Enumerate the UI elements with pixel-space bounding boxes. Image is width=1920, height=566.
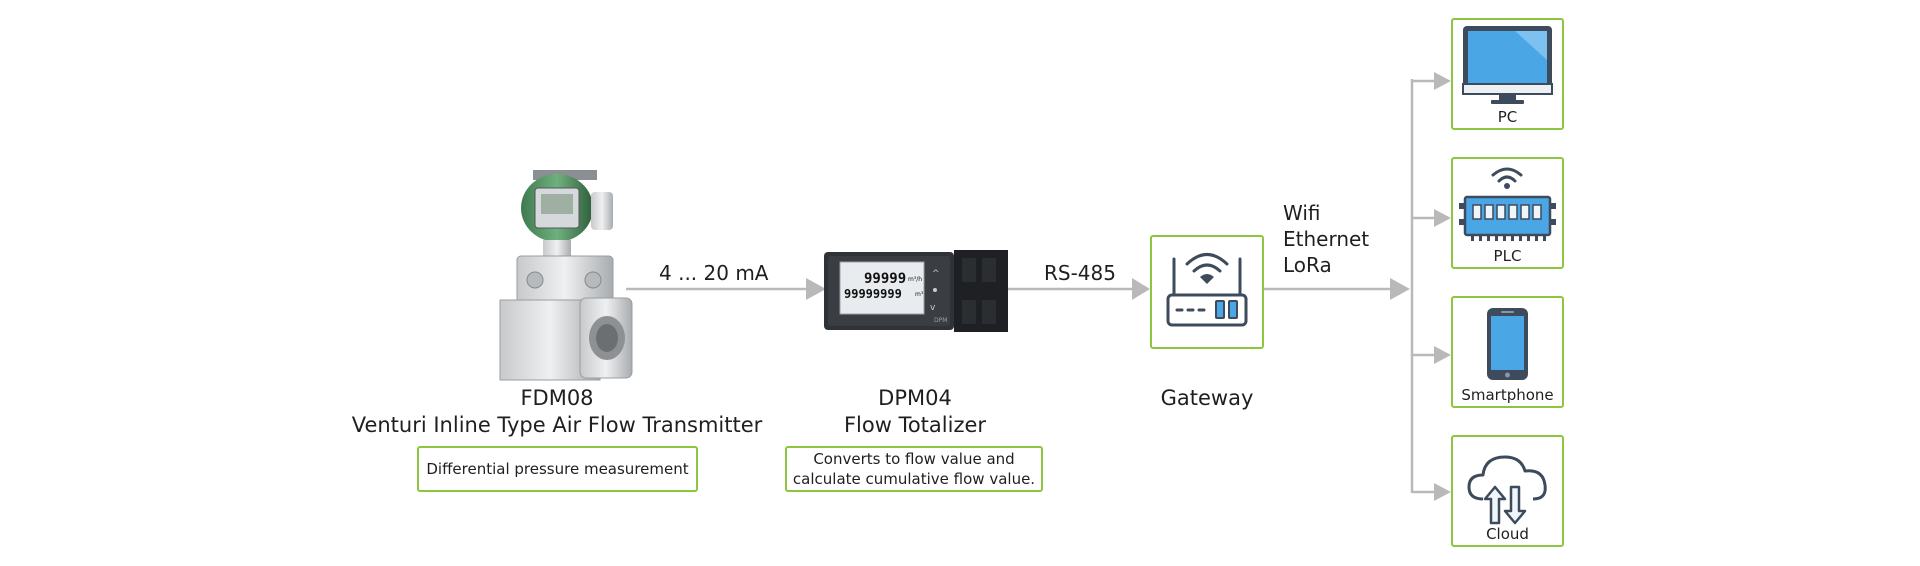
transmitter-note-text: Differential pressure measurement [426,460,689,478]
serial-label: RS-485 [1044,261,1116,285]
totalizer-model: DPM04 [878,386,952,410]
gateway-label: Gateway [1160,386,1254,410]
svg-text:v: v [930,303,936,313]
flow-transmitter-image [499,170,633,381]
device-smartphone: Smartphone [1451,296,1564,408]
totalizer-note: Converts to flow value and calculate cum… [785,446,1043,492]
device-plc-label: PLC [1493,247,1522,265]
display-bottom-unit: m³ [915,291,924,298]
transmitter-model: FDM08 [520,386,594,410]
router-icon [1166,253,1248,327]
device-plc: PLC [1451,157,1564,269]
signal-label: 4 ... 20 mA [659,261,769,285]
device-smartphone-label: Smartphone [1461,386,1554,404]
device-cloud-label: Cloud [1486,525,1529,543]
plc-icon [1459,167,1556,241]
transmitter-name: Venturi Inline Type Air Flow Transmitter [351,413,763,437]
smartphone-icon [1487,308,1528,380]
display-top-value: 99999 [864,271,907,287]
cloud-icon [1467,455,1547,525]
display-top-unit: m³/h [908,276,923,283]
totalizer-note-line1: Converts to flow value and [813,450,1015,468]
wireless-label-lora: LoRa [1283,253,1332,277]
transmitter-note: Differential pressure measurement [417,446,698,492]
monitor-icon [1462,26,1553,104]
wireless-label-wifi: Wifi [1283,201,1321,225]
gateway-box [1150,235,1264,349]
flow-totalizer-image: ^ v DPM 99999 m³/h 99999999 m³ [824,250,1008,332]
totalizer-note-line2: calculate cumulative flow value. [792,470,1036,488]
display-bottom-value: 99999999 [844,287,902,301]
device-pc-label: PC [1497,108,1518,126]
svg-text:^: ^ [932,269,940,279]
totalizer-name: Flow Totalizer [843,413,987,437]
wireless-label-ethernet: Ethernet [1283,227,1370,251]
device-pc: PC [1451,18,1564,130]
svg-text:DPM: DPM [934,317,947,324]
device-cloud: Cloud [1451,435,1564,547]
